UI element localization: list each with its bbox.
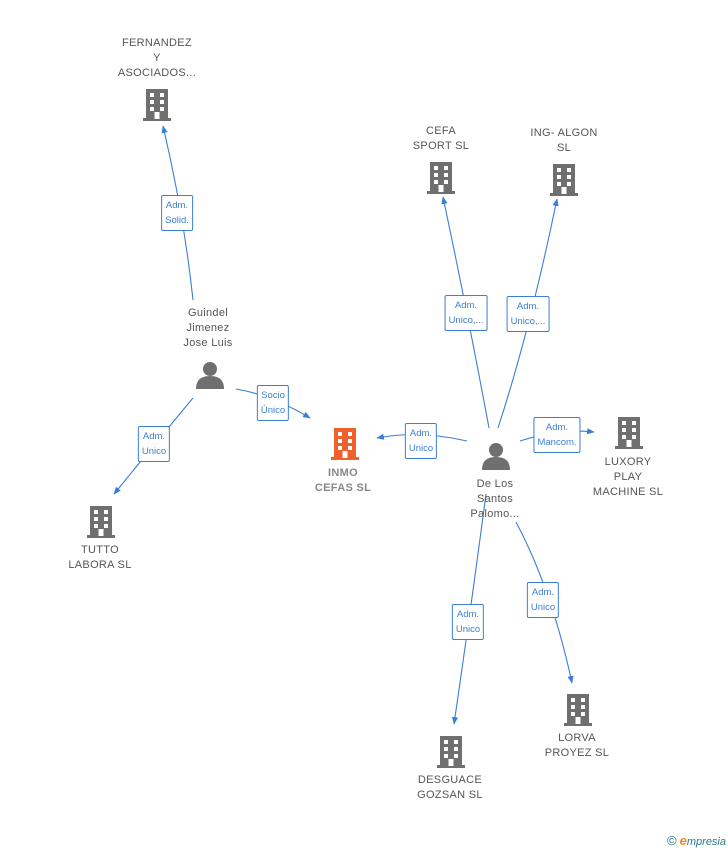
building-icon-inmo_cefas[interactable]	[331, 428, 359, 460]
node-label-de_los_santos[interactable]: De Los Santos Palomo...	[470, 478, 520, 520]
node-label-desguace[interactable]: DESGUACE GOZSAN SL	[417, 774, 483, 801]
node-label-cefa_sport[interactable]: CEFA SPORT SL	[412, 125, 470, 152]
node-label-guindel[interactable]: Guindel Jimenez Jose Luis	[183, 307, 233, 349]
building-icon-cefa_sport[interactable]	[427, 162, 455, 194]
person-icon-de_los_santos[interactable]	[482, 443, 510, 470]
edge-label-de_los_santos-to-lorva[interactable]: Adm. Unico	[526, 582, 560, 618]
edge-label-de_los_santos-to-luxory[interactable]: Adm. Mancom.	[533, 417, 581, 453]
person-icon-guindel[interactable]	[196, 362, 224, 389]
node-label-inmo_cefas[interactable]: INMO CEFAS SL	[314, 467, 372, 494]
building-icon-luxory[interactable]	[615, 417, 643, 449]
brand-name: mpresia	[686, 836, 726, 848]
building-icon-lorva[interactable]	[564, 694, 592, 726]
node-label-ing_algon[interactable]: ING- ALGON SL	[530, 127, 598, 154]
building-icon-ing_algon[interactable]	[550, 164, 578, 196]
node-label-tutto[interactable]: TUTTO LABORA SL	[68, 544, 132, 571]
building-icon-fernandez[interactable]	[143, 89, 171, 121]
empresia-credit[interactable]: ©empresia	[667, 833, 726, 848]
building-icon-tutto[interactable]	[87, 506, 115, 538]
copyright-symbol: ©	[667, 833, 677, 848]
edge-label-guindel-to-tutto[interactable]: Adm. Unico	[137, 426, 171, 462]
node-label-luxory[interactable]: LUXORY PLAY MACHINE SL	[592, 456, 664, 498]
node-label-lorva[interactable]: LORVA PROYEZ SL	[544, 732, 610, 759]
node-label-fernandez[interactable]: FERNANDEZ Y ASOCIADOS...	[117, 37, 197, 79]
edge-label-guindel-to-fernandez[interactable]: Adm. Solid.	[161, 195, 193, 231]
edge-label-de_los_santos-to-cefa_sport[interactable]: Adm. Unico,...	[444, 295, 488, 331]
building-icon-desguace[interactable]	[437, 736, 465, 768]
edge-label-de_los_santos-to-ing_algon[interactable]: Adm. Unico,...	[506, 296, 550, 332]
edge-label-guindel-to-inmo_cefas[interactable]: Socio Único	[256, 385, 290, 421]
edge-label-de_los_santos-to-desguace[interactable]: Adm. Unico	[451, 604, 485, 640]
brand-initial: e	[679, 833, 687, 848]
edge-label-de_los_santos-to-inmo_cefas[interactable]: Adm. Unico	[404, 423, 438, 459]
